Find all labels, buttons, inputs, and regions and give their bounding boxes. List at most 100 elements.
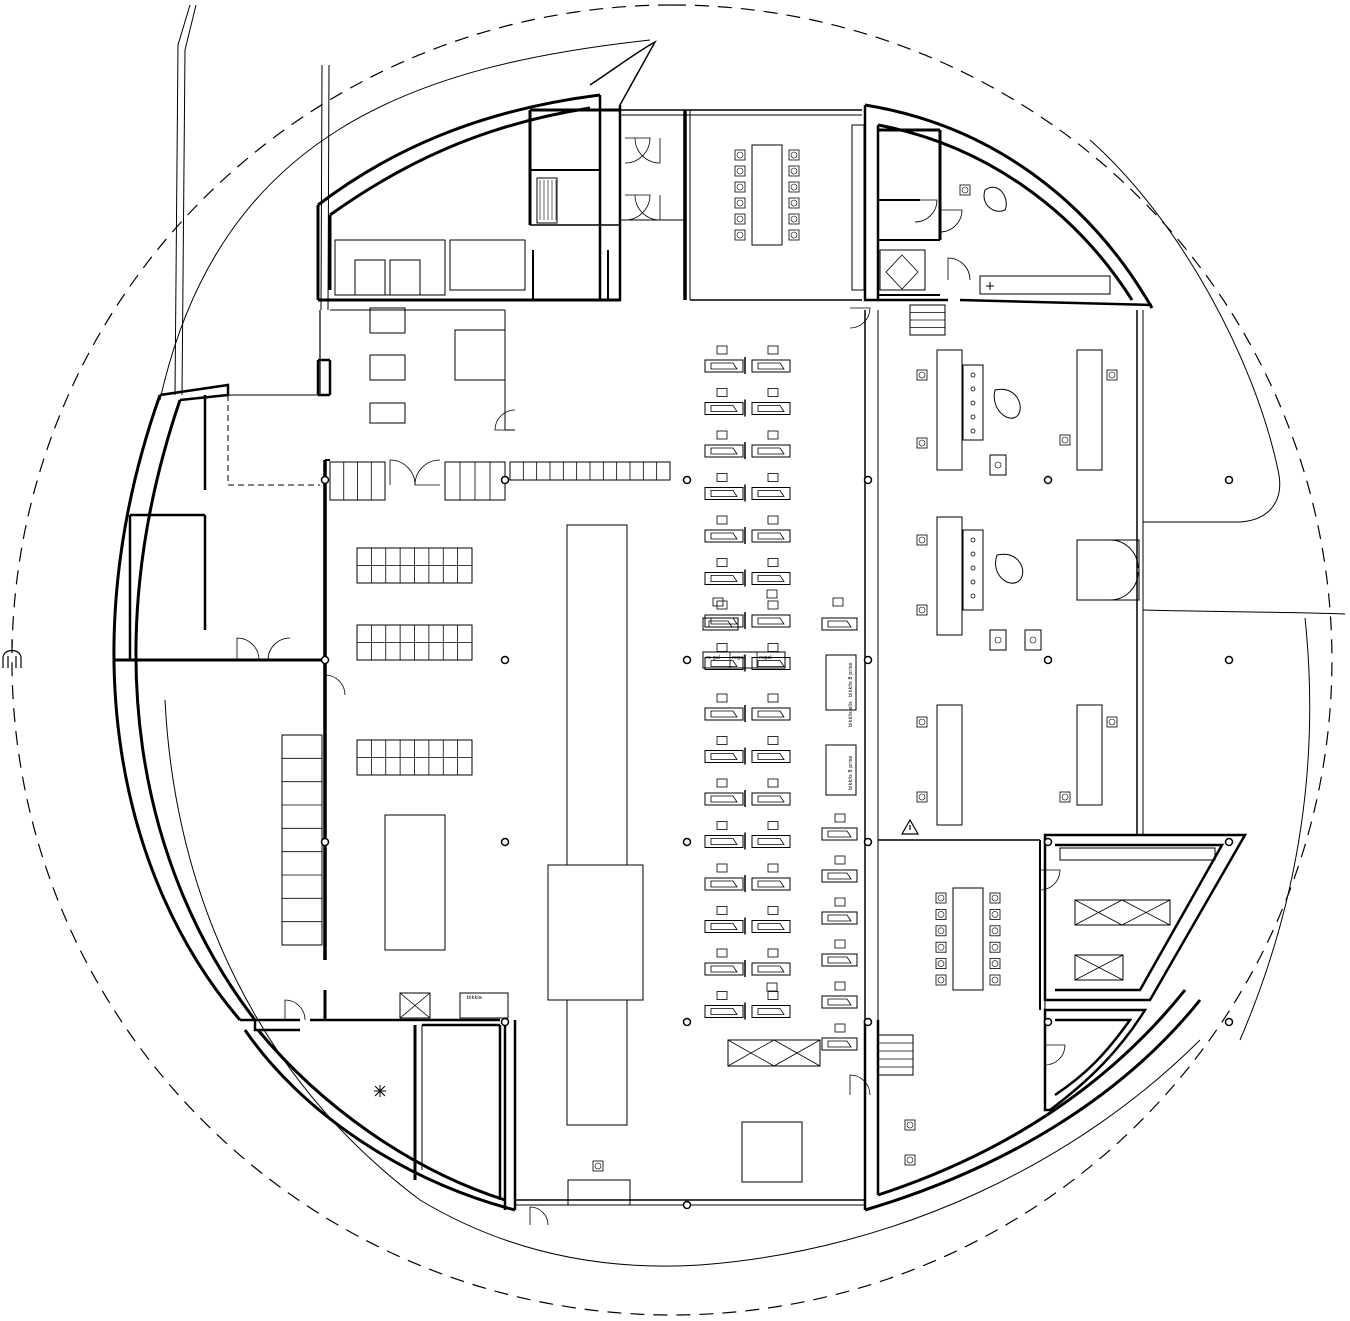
- door-swing-13: [849, 1074, 871, 1096]
- equipment-c: [369, 402, 406, 424]
- chair-seat: [991, 976, 999, 984]
- bench-tag: [716, 473, 728, 482]
- structural-columns: [320, 475, 1234, 1210]
- chair: [734, 165, 746, 177]
- kitchen-counter: [979, 275, 1111, 295]
- workbench: [704, 1005, 744, 1018]
- workbench: [704, 792, 744, 806]
- wc-cubicle-a: [354, 259, 386, 296]
- chair: [989, 958, 1001, 969]
- chair-seat: [906, 1121, 914, 1129]
- workbench: [751, 487, 791, 500]
- bench-tag: [712, 597, 724, 607]
- south-east-wall: [864, 989, 1202, 1212]
- conference-table: [952, 887, 984, 991]
- workbench-tool: [757, 660, 785, 667]
- workbench: [821, 995, 858, 1009]
- office-sofa-1: [962, 364, 984, 441]
- bench-tag: [834, 1023, 846, 1033]
- bench-tag: [716, 345, 728, 355]
- armchair: [989, 629, 1007, 651]
- office-desk-1: [936, 349, 963, 471]
- plant-room-box: [399, 992, 431, 1019]
- workbench-tool: [710, 965, 738, 973]
- chair: [788, 181, 800, 193]
- workbench-tool: [710, 923, 738, 930]
- workbench-tool: [827, 620, 852, 628]
- door-swing-14: [1039, 869, 1061, 891]
- chair: [904, 1119, 916, 1131]
- chair: [916, 791, 928, 803]
- workbench: [821, 953, 858, 967]
- bench-tag: [716, 388, 728, 397]
- chair-seat: [736, 167, 744, 175]
- armchair-seat: [994, 461, 1002, 469]
- north-east-wall: [864, 103, 1154, 309]
- bench-tag: [767, 693, 779, 703]
- column: [1224, 1017, 1234, 1027]
- kiosk-door: [1109, 539, 1139, 601]
- column: [682, 1017, 692, 1027]
- workbench-tool: [757, 490, 785, 497]
- column: [863, 475, 873, 485]
- long-table-lower: [566, 999, 628, 1126]
- chair-seat: [1108, 371, 1116, 379]
- workbench-tool: [827, 872, 852, 880]
- workbench: [704, 750, 744, 763]
- bench-tag: [766, 982, 778, 992]
- south-east-pier: [863, 1020, 880, 1210]
- bench-tag: [716, 906, 728, 915]
- chair-seat: [918, 371, 926, 379]
- workbench: [704, 529, 744, 543]
- site-outer-arc: [159, 39, 651, 401]
- column: [1043, 655, 1053, 665]
- workbench: [751, 1005, 791, 1018]
- chair: [734, 229, 746, 241]
- utility-diamond: [885, 254, 919, 290]
- sofa-cushion: [970, 579, 976, 585]
- door-swing-15: [1044, 1044, 1066, 1066]
- storage-crate-b-x: [1074, 954, 1124, 981]
- workbench-tool: [757, 575, 785, 582]
- column: [682, 1200, 692, 1210]
- chair: [1059, 791, 1071, 803]
- poster-label-b: bikklis elis: [848, 701, 854, 727]
- door-swing-7: [284, 999, 306, 1021]
- poster-label-a: bikklis 8 prise: [848, 663, 854, 697]
- workbench: [751, 444, 791, 458]
- sofa-cushion: [970, 551, 976, 557]
- chair-seat: [790, 183, 798, 191]
- person-icon: [2, 640, 22, 668]
- bench-tag: [767, 430, 779, 440]
- site-road-edge: [1142, 609, 1346, 615]
- workbench-tool: [710, 575, 738, 582]
- workbench: [704, 877, 744, 891]
- sofa-cushion: [970, 428, 976, 434]
- south-pier-a: [503, 1020, 517, 1210]
- plant-blob-2: [995, 553, 1024, 584]
- bench-tag: [716, 515, 728, 525]
- chair: [989, 974, 1001, 986]
- east-small-room: [1043, 1008, 1148, 1112]
- chair-seat: [991, 943, 999, 951]
- sofa-cushion: [970, 400, 976, 406]
- chair: [916, 534, 928, 546]
- chair-seat: [937, 976, 945, 984]
- shower: [536, 177, 558, 224]
- site-path-left-b: [181, 4, 197, 396]
- chair: [1059, 434, 1071, 446]
- workbench: [751, 707, 791, 721]
- workbench-tool: [757, 753, 785, 760]
- storage-block-south: [741, 1121, 803, 1183]
- workbench: [704, 487, 744, 500]
- conference-table: [751, 144, 783, 246]
- workbench: [751, 402, 791, 415]
- chair: [734, 181, 746, 193]
- bike-rack: [459, 992, 509, 1019]
- office-desk-3: [936, 704, 963, 826]
- workbench: [821, 911, 858, 925]
- chair: [1106, 369, 1118, 381]
- chair-seat: [790, 199, 798, 207]
- tag-label-1: re gal: [706, 655, 720, 661]
